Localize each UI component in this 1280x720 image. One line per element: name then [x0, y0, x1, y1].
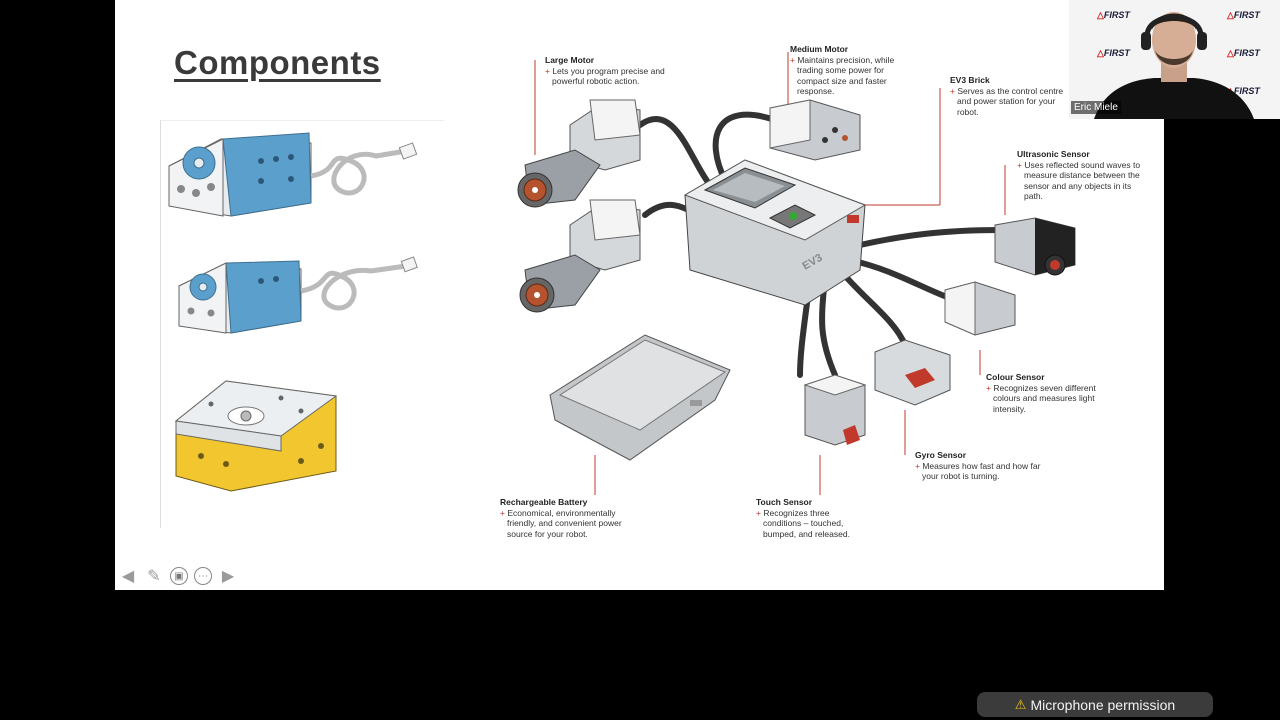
- participant-name: Eric Miele: [1071, 101, 1121, 114]
- more-icon[interactable]: ⋯: [194, 567, 212, 585]
- first-logo: △FIRST: [1227, 48, 1260, 58]
- spike-components-illustration: [160, 120, 444, 528]
- large-motor-image-2: [519, 199, 641, 313]
- callout-touch-sensor: Touch Sensor Recognizes three conditions…: [756, 497, 861, 539]
- warning-icon: ⚠: [1014, 696, 1027, 712]
- ev3-brick-image: EV3: [683, 159, 867, 306]
- arrow-right-icon[interactable]: ▶: [221, 568, 235, 585]
- callout-large-motor: Large Motor Lets you program precise and…: [545, 55, 685, 87]
- slide-navigation: ◀ ✎ ▣ ⋯ ▶: [118, 566, 238, 586]
- colour-sensor-image: [944, 281, 1016, 336]
- first-logo: △FIRST: [1227, 10, 1260, 20]
- first-logo: △FIRST: [1097, 10, 1130, 20]
- rechargeable-battery-image: [549, 334, 731, 461]
- slide-title: Components: [174, 44, 381, 81]
- medium-motor-spike-image: [178, 256, 418, 334]
- first-logo: △FIRST: [1097, 48, 1130, 58]
- callout-colour-sensor: Colour Sensor Recognizes seven different…: [986, 372, 1106, 414]
- ultrasonic-sensor-image: [994, 217, 1076, 276]
- pen-icon[interactable]: ✎: [147, 568, 161, 585]
- gyro-sensor-image: [874, 339, 951, 406]
- participant-video: [1094, 12, 1254, 119]
- ev3-components-diagram: EV3: [475, 0, 1164, 590]
- spike-hub-image: [174, 380, 338, 492]
- slide-view-icon[interactable]: ▣: [170, 567, 188, 585]
- callout-medium-motor: Medium Motor Maintains precision, while …: [790, 44, 910, 97]
- callout-gyro-sensor: Gyro Sensor Measures how fast and how fa…: [915, 450, 1050, 482]
- large-motor-image: [517, 99, 641, 208]
- touch-sensor-image: [803, 374, 867, 446]
- participant-video-tile[interactable]: △FIRST △FIRST △FIRST △FIRST △FIRST Eric …: [1069, 0, 1280, 119]
- large-motor-spike-image: [168, 132, 418, 217]
- microphone-permission-notification[interactable]: ⚠ Microphone permission: [977, 692, 1213, 717]
- medium-motor-image: [769, 99, 861, 161]
- callout-ev3-brick: EV3 Brick Serves as the control centre a…: [950, 75, 1070, 117]
- arrow-left-icon[interactable]: ◀: [121, 568, 135, 585]
- callout-rechargeable-battery: Rechargeable Battery Economical, environ…: [500, 497, 630, 539]
- presentation-slide: Components: [115, 0, 1164, 590]
- callout-ultrasonic-sensor: Ultrasonic Sensor Uses reflected sound w…: [1017, 149, 1142, 202]
- notification-text: Microphone permission: [1030, 696, 1176, 713]
